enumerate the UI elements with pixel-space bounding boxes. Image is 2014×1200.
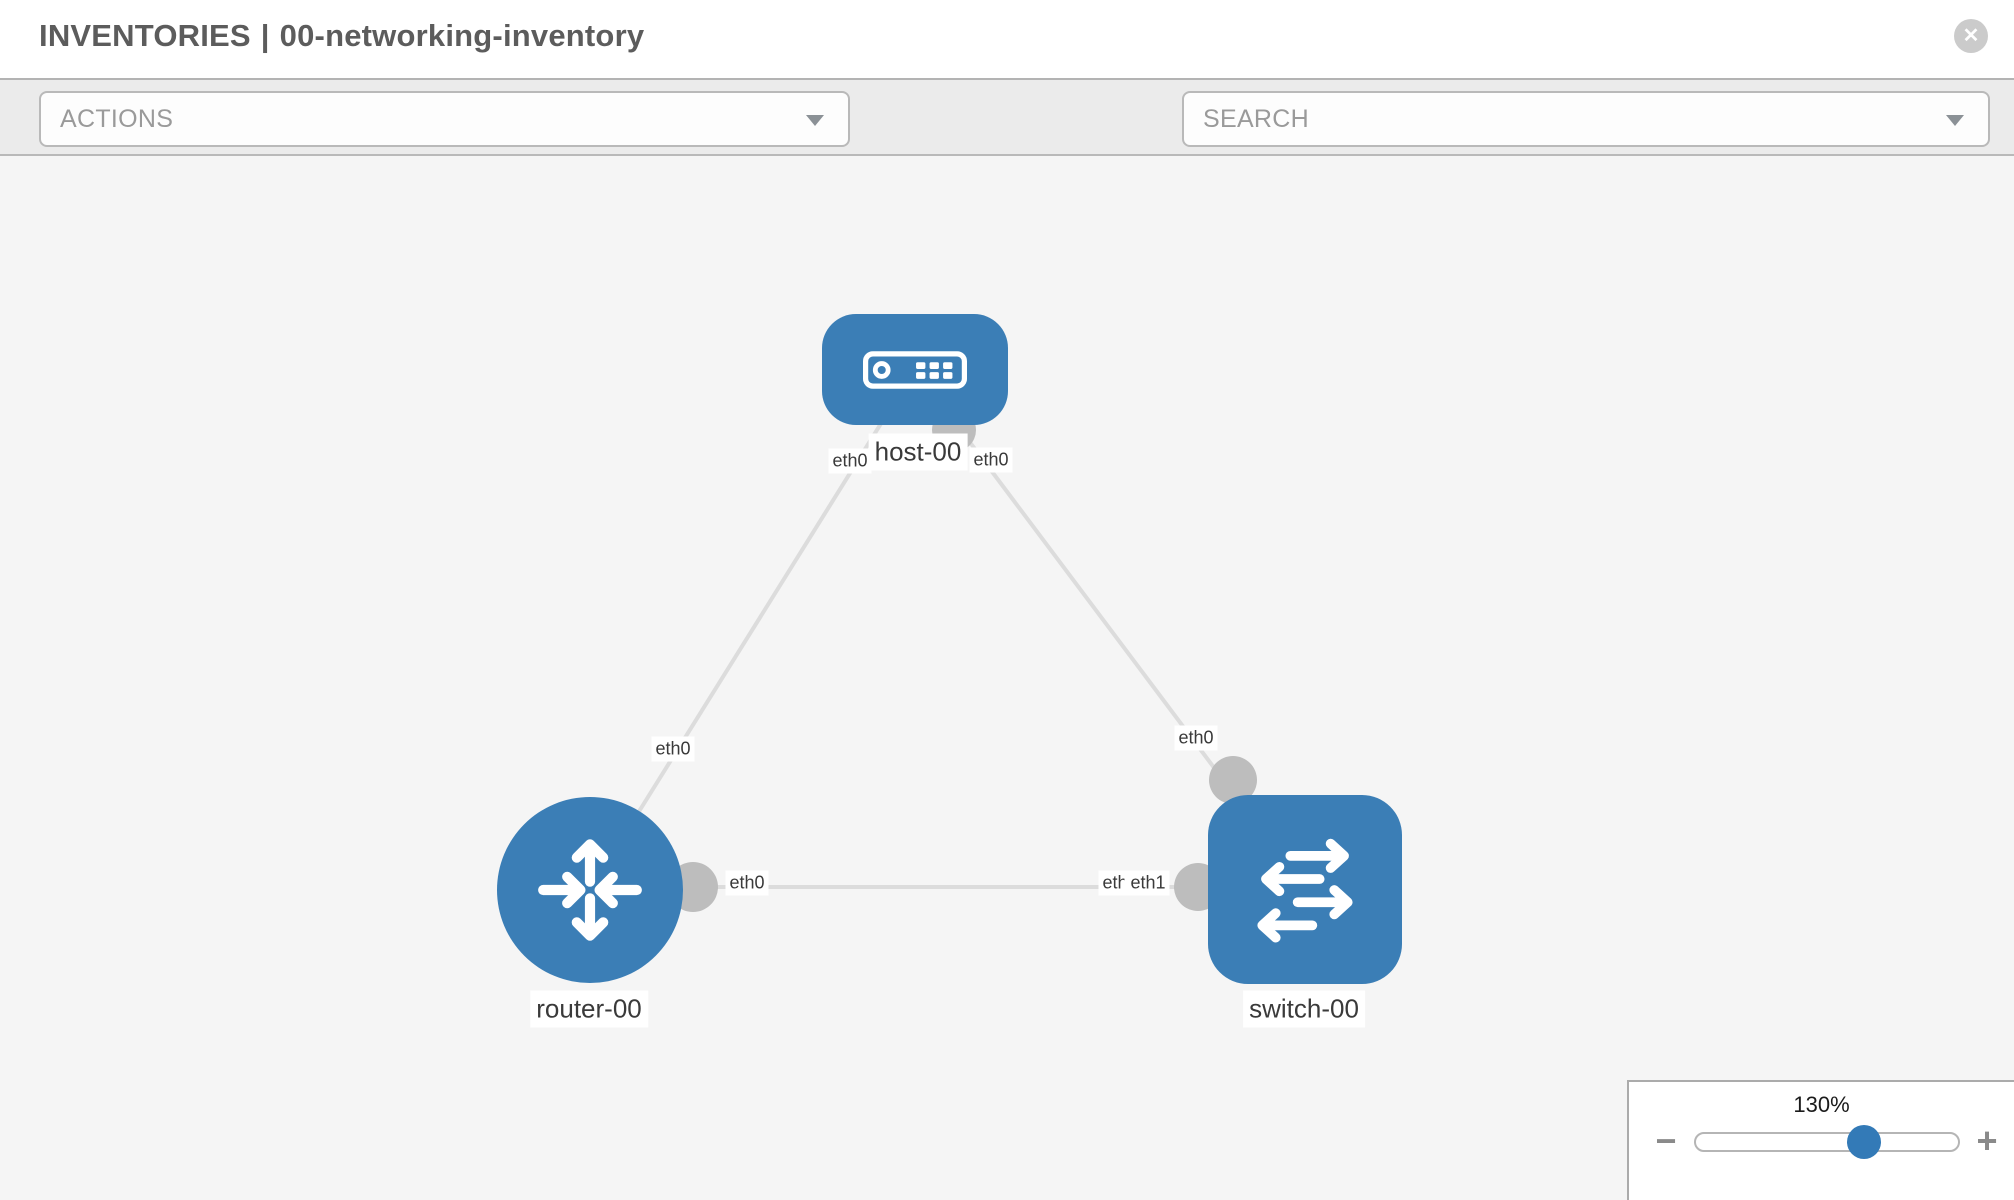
node-label-switch: switch-00 <box>1243 990 1365 1028</box>
node-label-router: router-00 <box>530 990 648 1028</box>
node-router-00[interactable] <box>497 797 683 983</box>
header: INVENTORIES | 00-networking-inventory ✕ <box>0 0 2014 78</box>
toolbar: ACTIONS SEARCH <box>0 78 2014 215</box>
iface-label-host-eth0-left: eth0 <box>828 448 872 474</box>
zoom-in-button[interactable]: + <box>1976 1120 1998 1161</box>
chevron-down-icon <box>806 115 824 126</box>
zoom-out-button[interactable]: − <box>1655 1120 1677 1161</box>
node-host-00[interactable] <box>822 314 1008 425</box>
iface-label-router-eth0-uplink: eth0 <box>651 736 695 762</box>
node-label-host: host-00 <box>868 433 968 471</box>
chevron-down-icon <box>1946 115 1964 126</box>
host-icon <box>863 350 967 389</box>
page-title: INVENTORIES | 00-networking-inventory <box>39 18 644 54</box>
zoom-slider-handle[interactable] <box>1847 1125 1881 1159</box>
zoom-slider[interactable] <box>1694 1132 1960 1152</box>
page-title-section: INVENTORIES <box>39 18 251 53</box>
search-dropdown[interactable]: SEARCH <box>1182 91 1990 147</box>
iface-label-switch-eth0-uplink: eth0 <box>1174 725 1218 751</box>
switch-icon <box>1257 838 1353 942</box>
zoom-panel: 130% − + <box>1627 1080 2014 1200</box>
close-button[interactable]: ✕ <box>1954 19 1988 53</box>
actions-dropdown-label: ACTIONS <box>60 104 174 133</box>
topology-links <box>588 367 1307 912</box>
connector-switch-top <box>1209 756 1257 804</box>
search-dropdown-label: SEARCH <box>1203 104 1309 133</box>
actions-dropdown[interactable]: ACTIONS <box>39 91 850 147</box>
router-icon <box>538 839 642 941</box>
iface-label-router-eth0: eth0 <box>725 870 769 896</box>
close-icon: ✕ <box>1962 25 1980 47</box>
inventory-name: 00-networking-inventory <box>279 18 645 53</box>
topology-canvas[interactable]: host-00 router-00 switch-00 eth0 eth0 et… <box>0 156 2014 1200</box>
page-title-separator: | <box>260 18 270 53</box>
zoom-value: 130% <box>1793 1092 1850 1117</box>
node-switch-00[interactable] <box>1208 795 1402 984</box>
iface-label-switch-eth1: eth1 <box>1124 870 1170 896</box>
iface-label-host-eth0-right: eth0 <box>969 447 1013 473</box>
